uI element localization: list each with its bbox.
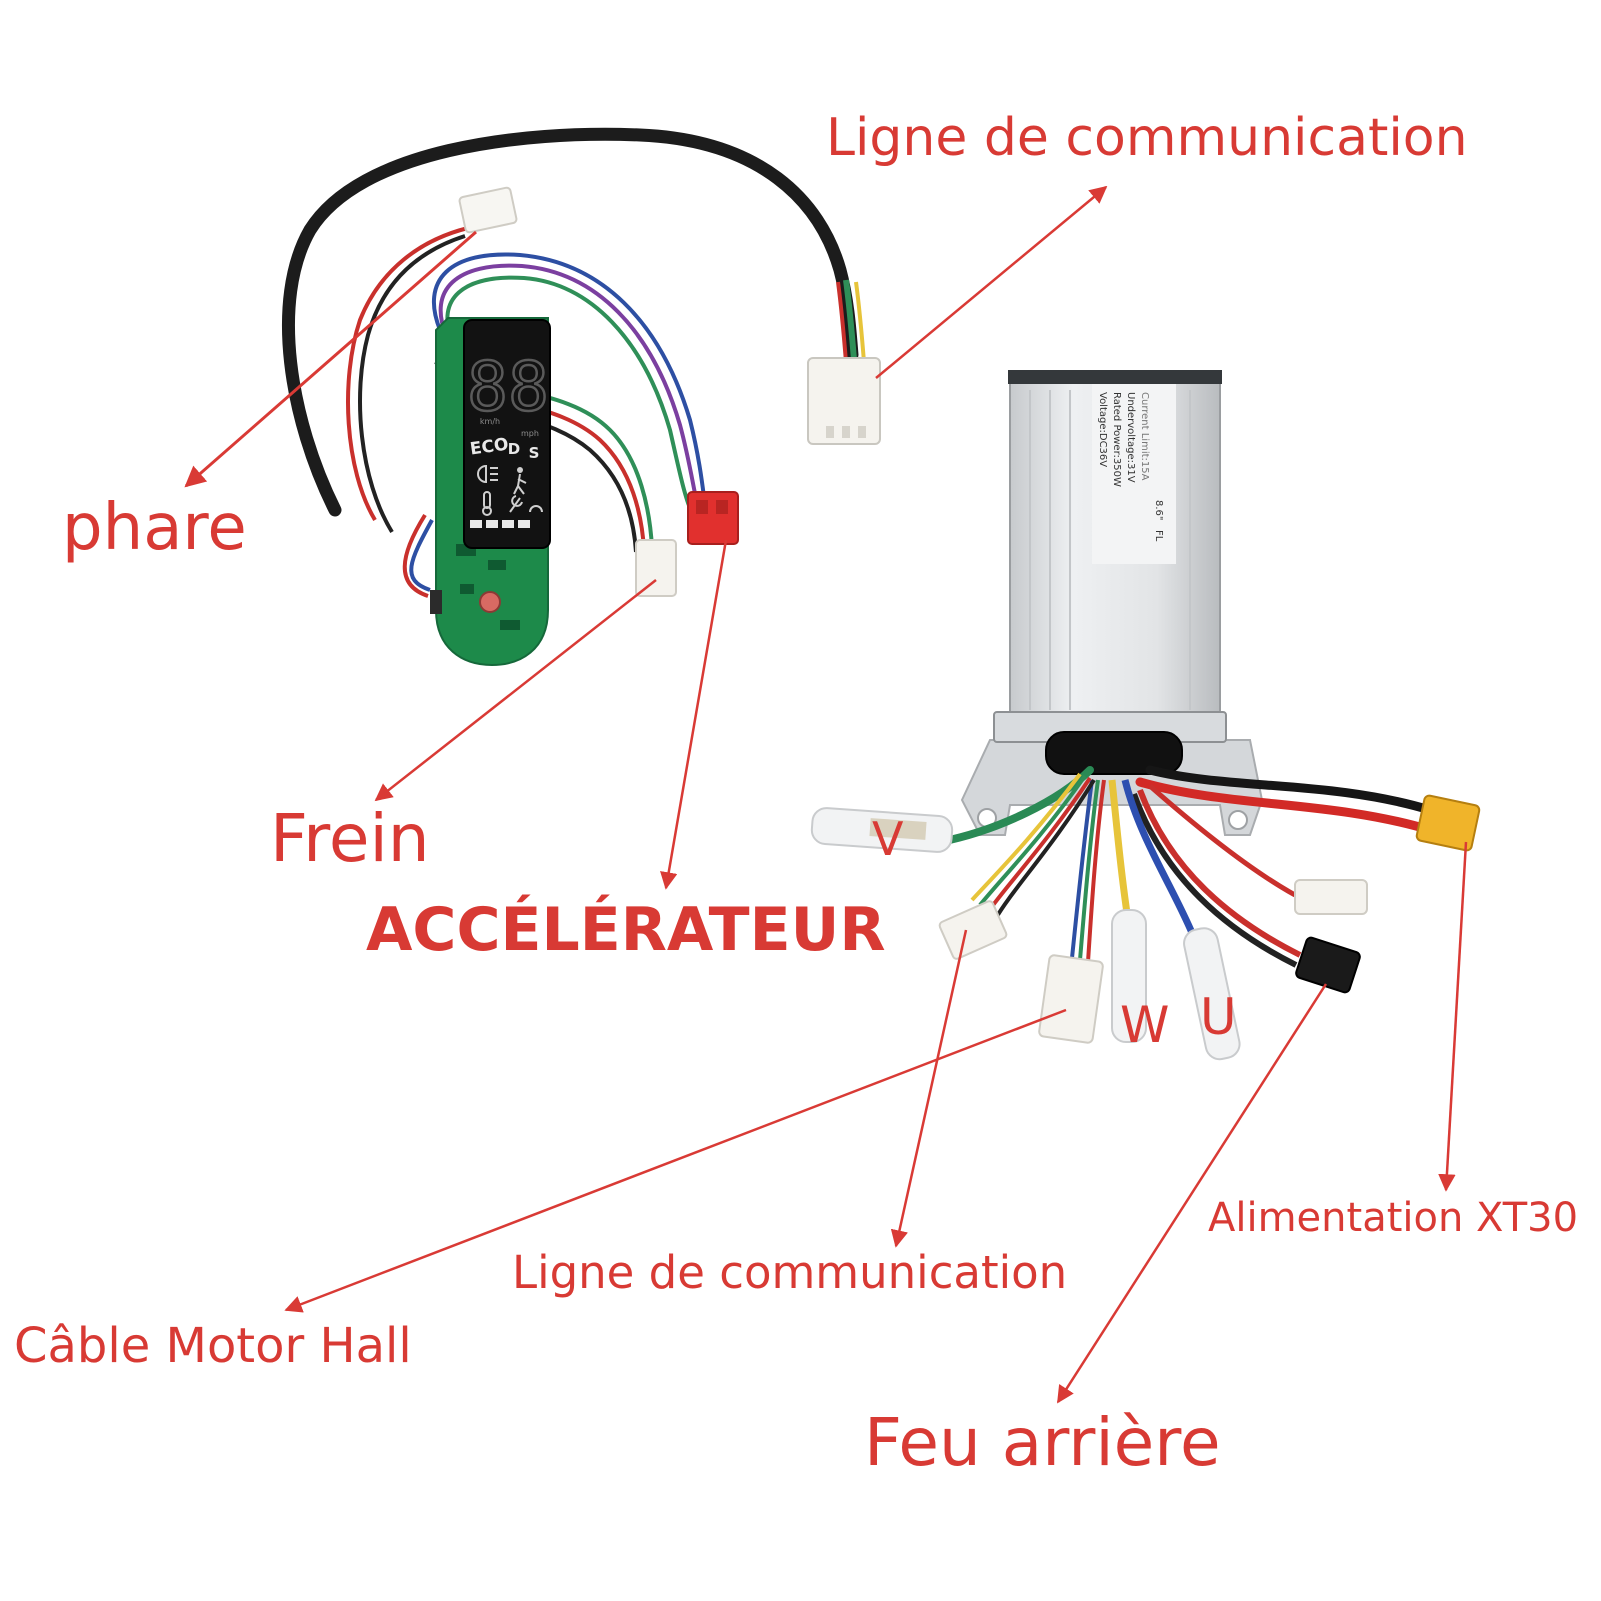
comm-cable-green-end <box>843 279 857 361</box>
throttle-connector <box>687 491 739 545</box>
comm-cable-yellow-end <box>854 281 866 363</box>
spec-line-1: Voltage:DC36V <box>1097 392 1108 467</box>
arrow-frein <box>374 579 657 802</box>
taillight-wire-red <box>1137 788 1302 958</box>
hall-connector <box>1038 954 1104 1044</box>
arrow-comm-bottom <box>890 929 968 1248</box>
brake-connector <box>635 539 677 597</box>
comm-connector-top <box>807 357 881 445</box>
dashboard-unit: 88 km/h mph ECO D S <box>281 127 881 667</box>
taillight-wire-black <box>1131 792 1298 968</box>
spec-mark-fl: FL <box>1153 530 1164 542</box>
walk-icon <box>513 467 527 495</box>
power-wire-black <box>1145 765 1435 815</box>
bluetooth-icon <box>529 505 543 513</box>
comm-connector-controller <box>938 900 1008 960</box>
display-screen <box>463 319 551 549</box>
phase-terminal-u <box>1183 927 1241 1061</box>
phare-wire-black <box>358 234 466 534</box>
mode-d: D <box>508 440 520 458</box>
label-xt30: Alimentation XT30 <box>1208 1195 1579 1241</box>
spec-line-2: Rated Power:350W <box>1111 392 1122 487</box>
comm-cable-black <box>281 127 859 517</box>
spec-line-4: Current Limit:15A <box>1139 392 1150 481</box>
spec-sticker <box>1092 384 1176 564</box>
power-button <box>479 591 501 613</box>
power-wire-red <box>1135 777 1435 835</box>
unit-kmh: km/h <box>480 417 500 426</box>
phase-wire-v <box>936 766 1094 846</box>
spec-mark-size: 8.6" <box>1153 500 1164 521</box>
phase-terminal-w <box>1111 909 1147 1043</box>
wrench-icon <box>509 495 523 513</box>
label-accelerateur: ACCÉLÉRATEUR <box>366 895 886 965</box>
label-feu: Feu arrière <box>864 1404 1221 1481</box>
aux-connector <box>1294 879 1368 915</box>
label-phase-v: V <box>872 812 904 866</box>
phare-connector <box>458 186 518 234</box>
mode-s: S <box>529 444 540 462</box>
spec-line-3: Undervoltage:31V <box>1125 392 1136 483</box>
temperature-icon <box>482 491 492 516</box>
arrow-comm-top <box>875 185 1108 379</box>
arrow-xt30 <box>1438 841 1468 1192</box>
xt30-connector <box>1415 794 1481 852</box>
comm-cable-red-end <box>836 281 848 363</box>
callout-arrows <box>184 185 1468 1404</box>
label-phare: phare <box>62 491 247 565</box>
arrow-feu <box>1056 983 1328 1404</box>
headlight-icon <box>477 464 498 484</box>
controller-unit: Voltage:DC36V Rated Power:350W Undervolt… <box>810 370 1481 1061</box>
label-comm-top: Ligne de communication <box>826 108 1468 168</box>
label-phase-u: U <box>1200 988 1237 1046</box>
speed-digits: 88 <box>467 348 549 427</box>
cable-grommet <box>1045 731 1183 775</box>
taillight-connector <box>1295 936 1361 994</box>
phase-wire-w <box>1108 779 1132 921</box>
label-comm-bottom: Ligne de communication <box>512 1246 1068 1299</box>
arrow-accel <box>660 539 728 890</box>
arrow-phare <box>184 230 477 488</box>
phare-wire-red <box>346 226 469 522</box>
label-hall: Câble Motor Hall <box>14 1318 412 1374</box>
phase-wire-u <box>1121 779 1199 942</box>
label-phase-w: W <box>1120 996 1170 1054</box>
label-frein: Frein <box>270 800 430 877</box>
unit-mph: mph <box>521 429 539 438</box>
battery-bars <box>470 520 530 528</box>
